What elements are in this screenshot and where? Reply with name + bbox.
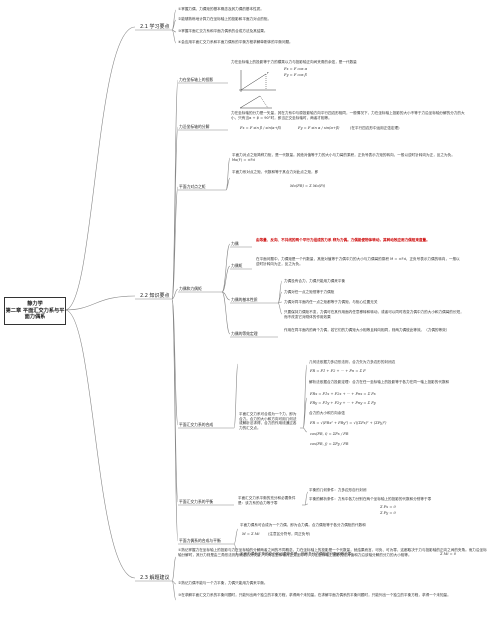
resultant-note: 合力的大小和方向余弦 [309, 411, 345, 415]
suggestion-item: ②熟记力偶不能与一个力平衡，力偶只能用力偶来平衡。 [178, 581, 268, 585]
couple-moment-label: 力偶矩 [231, 263, 243, 268]
couple-comp-text: 平面力偶系可合成为一个力偶，即为合力偶。合力偶矩等于各分力偶矩的代数和 [240, 523, 366, 527]
proj-theorem-formula-y: FRy = F1y + F2y + ··· + Fny = Σ Fy [310, 401, 376, 405]
couple-moment-text: 在平面问题中，力偶矩是一个代数量，其绝对值等于力偶中力的大小与力偶臂的乘积 M … [256, 257, 460, 266]
root-subtitle: 第二章 平面汇交力系与平面力偶系 [5, 307, 65, 321]
couple-def-text: 由等量、反向、不共线的两个平行力组成的力系 称为力偶。力偶能使物体转动，其转动效… [256, 238, 461, 243]
study-point: ①掌握力偶、力偶矩的基本概念及其力偶的基本性质。 [178, 7, 264, 11]
branch-moment-label: 平面力对点之矩 [179, 184, 206, 189]
branch-projection-label: 力在坐标轴上的投影 [179, 77, 214, 82]
decomp-note: (在平行四边形中运用正弦定理) [350, 126, 400, 130]
study-point: ④会应用平面汇交力系和平面力偶系的平衡方程求解单刚体的平衡问题。 [178, 40, 293, 44]
study-point: ②能够熟练地计算力在坐标轴上的投影和平面力对点的矩。 [178, 17, 272, 21]
section-suggestions: 2.3 解题建议 [140, 575, 170, 581]
couple-eq-text: 平面力偶系平衡的充分和必要条件是：所有各分力偶矩的代数和等于零 [240, 552, 352, 556]
equilibrium-formula-y: Σ Fy = 0 [380, 511, 396, 515]
branch-couple-label: 力偶和力偶矩 [179, 286, 202, 291]
projection-text: 力在坐标轴上的投影等于力的模乘以力与投影轴正向间夹角的余弦，是一代数量 [231, 60, 357, 64]
moment-text: 平面力对点之矩简称力矩，是一代数量。其绝对值等于力的大小与力臂的乘积，正负号表示… [232, 153, 455, 162]
resultant-formula: FR = √(FRx² + FRy²) = √((ΣFx)² + (ΣFy)²) [310, 421, 387, 425]
root-node: 静力学 第二章 平面汇交力系与平面力偶系 [4, 297, 66, 325]
study-point: ③掌握平面汇交力系和平面力偶系的合成方法及其结果。 [178, 29, 268, 33]
section-study-points: 2.1 学习要点 [140, 24, 170, 30]
moment-formula: Mo(FR) = Σ Mo(Fi) [290, 184, 326, 188]
decomp-formula-y: Fy = F sin α / sin(α+β) [298, 126, 340, 130]
proj-theorem-text: 解析法依据合力投影定理：合力在任一坐标轴上的投影等于各力在同一轴上投影的代数和 [309, 380, 450, 384]
proj-theorem-formula-x: FRx = F1x + F2x + ··· + Fnx = Σ Fx [310, 392, 376, 396]
proj-formula-x: Fx = F cos α [284, 67, 308, 71]
geo-method-text: 几何法依据力多边形法则，合力矢为力多边形的封闭边 [309, 360, 396, 364]
couple-props-label: 力偶的基本性质 [231, 297, 258, 302]
decomposition-text: 力在坐标轴的分力是一矢量，其在力系中与原投影轴方向平行四边形相同，一般情况下，力… [231, 111, 465, 120]
decomposition-figure [239, 95, 272, 109]
equiv-text: 作用在同平面内的两个力偶，若它们的力偶矩大小相等且转向相同，则两力偶彼此等效。（… [284, 328, 450, 332]
proj-formula-y: Fy = F cos β [284, 73, 307, 77]
root-title: 静力学 [27, 301, 43, 308]
section-knowledge-points: 2.2 知识要点 [140, 293, 170, 299]
branch-couple-system-label: 平面力偶系的合成与平衡 [179, 538, 221, 543]
branch-concurrent-label: 平面汇交力系的合成 [179, 422, 214, 427]
equiv-label: 力偶的等效定理 [231, 331, 258, 336]
cos-formula-y: cos(FR, j) = ΣFy / FR [310, 442, 349, 446]
couple-eq-formula: Σ Mi = 0 [440, 552, 457, 556]
equilibrium-geo-text: 平衡的几何条件：力多边形自行封闭 [309, 488, 367, 492]
couple-prop: 力偶对任一点之矩恒等于力偶矩 [284, 290, 335, 294]
svg-text:F: F [267, 71, 269, 75]
equilibrium-ana-text: 平衡的解析条件：力系中各力分别在两个坐标轴上的投影的代数和分别等于零 [309, 497, 432, 501]
couple-prop: 力偶没有合力，力偶只能用力偶来平衡 [284, 279, 346, 283]
equilibrium-formula-x: Σ Fx = 0 [380, 505, 396, 509]
concurrent-text: 平面汇交力系可合成为一个力，即为合力。合力的大小和方向可用几何法或解析法求得，合… [239, 412, 297, 430]
branch-decomposition-label: 力沿坐标轴的分解 [179, 124, 210, 129]
suggestion-item: ①熟记掌握力在坐标轴上的投影与力在坐标轴的分解两者之间的不同概念，力在坐标轴上的… [178, 548, 487, 557]
decomp-formula-x: Fx = F sin β / sin(α+β) [240, 126, 282, 130]
projection-figure: F [239, 70, 276, 92]
couple-prop: 力偶对同平面内任一点之矩都等于力偶矩，与矩心位置无关 [284, 300, 378, 304]
moment-theorem-text: 平面力系对点之矩，代数和等于其合力对此点之矩，即 [232, 170, 319, 174]
couple-comp-formula: M = Σ Mi [242, 532, 260, 536]
geo-formula: FR = F1 + F2 + ··· + Fn = Σ F [310, 369, 366, 373]
branch-equilibrium-label: 平面汇交力系的平衡 [179, 499, 214, 504]
couple-def-label: 力偶 [231, 241, 239, 246]
suggestion-item: ③在求解平面汇交力系的平衡问题时，只能列出两个独立的平衡方程，求得两个未知量。在… [178, 593, 451, 597]
equilibrium-text: 平面汇交力系平衡的充分和必要条件是：该力系的合力等于零 [238, 496, 296, 505]
cos-formula-x: cos(FR, i) = ΣFx / FR [310, 432, 349, 436]
couple-def-highlight: 由等量、反向、不共线的两个平行力组成的力系 称为力偶。力偶能使物体转动，其转动效… [256, 238, 430, 242]
couple-comp-note: (注意区分符号，同正负号) [268, 532, 311, 536]
couple-prop: 只要保持力偶矩不变，力偶可在其作用面内任意移转和转动，或者可以同时改变力偶中力的… [284, 310, 464, 319]
